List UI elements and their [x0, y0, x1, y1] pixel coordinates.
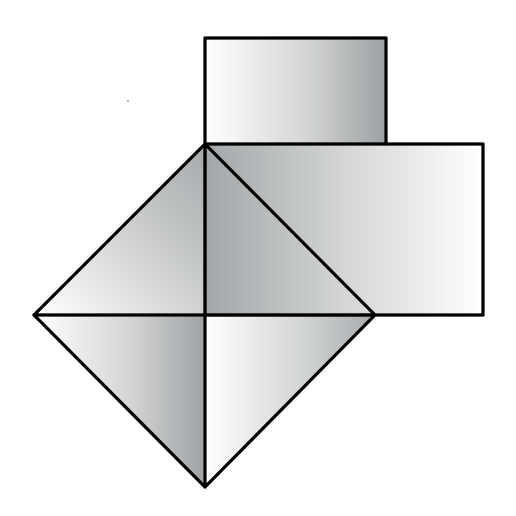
right-rectangle-face: [205, 144, 483, 315]
stray-dot-mark: [127, 100, 129, 102]
top-square-outline: [203, 36, 388, 146]
top-square-face: [205, 38, 386, 144]
